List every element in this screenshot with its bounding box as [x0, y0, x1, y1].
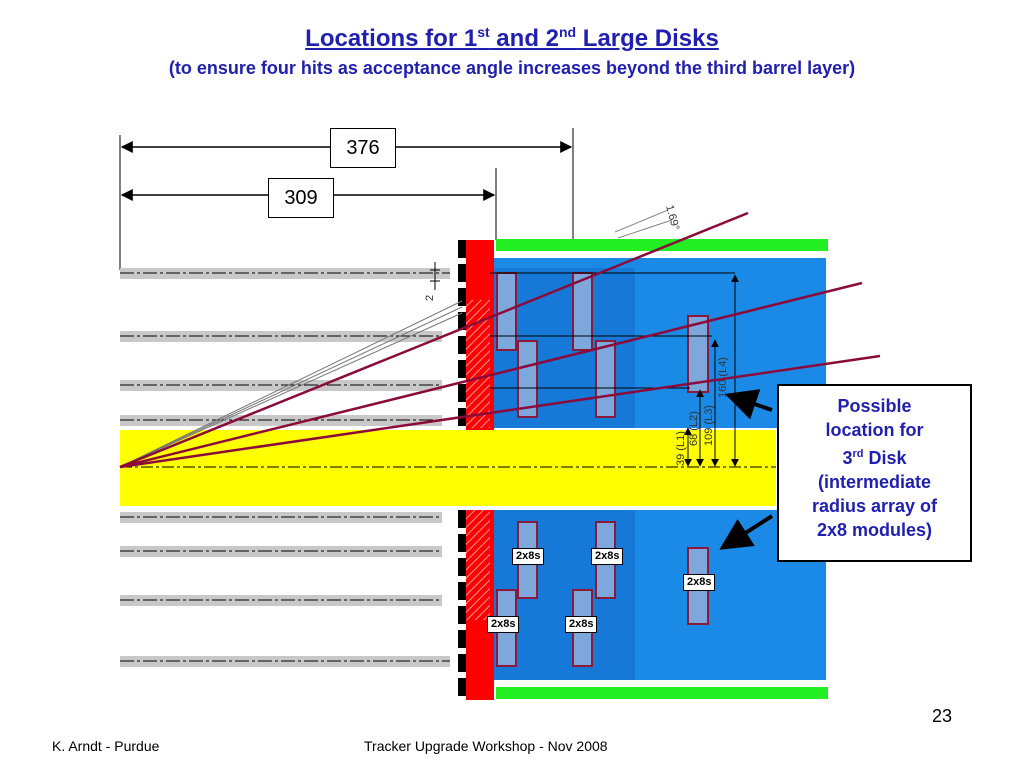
radius-label-l4: 160 (L4)	[717, 357, 729, 398]
support-tube-upper	[496, 239, 828, 251]
footer-event: Tracker Upgrade Workshop - Nov 2008	[364, 738, 608, 754]
angle-label: 1.69°	[663, 204, 681, 232]
page-number: 23	[932, 706, 953, 726]
footer-author: K. Arndt - Purdue	[52, 738, 160, 754]
module-label: 2x8s	[512, 548, 545, 565]
radius-label-l1: 39 (L1)	[675, 431, 687, 466]
radius-label-l2: 68 (L2)	[688, 411, 700, 446]
module-label: 2x8s	[683, 574, 716, 591]
third-disk-callout: Possible location for 3rd Disk (intermed…	[777, 384, 972, 562]
dimension-309: 309	[268, 178, 334, 218]
radius-label-l3: 109 (L3)	[703, 405, 715, 446]
modules-upper	[496, 272, 709, 418]
dimension-376: 376	[330, 128, 396, 168]
slide-title: Locations for 1st and 2nd Large Disks	[0, 24, 1024, 53]
module-label: 2x8s	[591, 548, 624, 565]
module-label: 2x8s	[487, 616, 520, 633]
barrel-layers	[120, 268, 450, 667]
slide-subtitle: (to ensure four hits as acceptance angle…	[168, 58, 856, 78]
beampipe	[120, 430, 776, 506]
support-tube-lower	[496, 687, 828, 699]
angle-marker	[614, 209, 673, 239]
title-text: Locations for 1st and 2nd Large Disks	[305, 24, 719, 52]
disk-studs	[458, 240, 468, 696]
module-label: 2x8s	[565, 616, 598, 633]
track-lines	[119, 211, 881, 469]
gap-label: 2	[424, 295, 436, 301]
gap-marker	[430, 262, 440, 290]
callout-arrows	[719, 389, 774, 550]
